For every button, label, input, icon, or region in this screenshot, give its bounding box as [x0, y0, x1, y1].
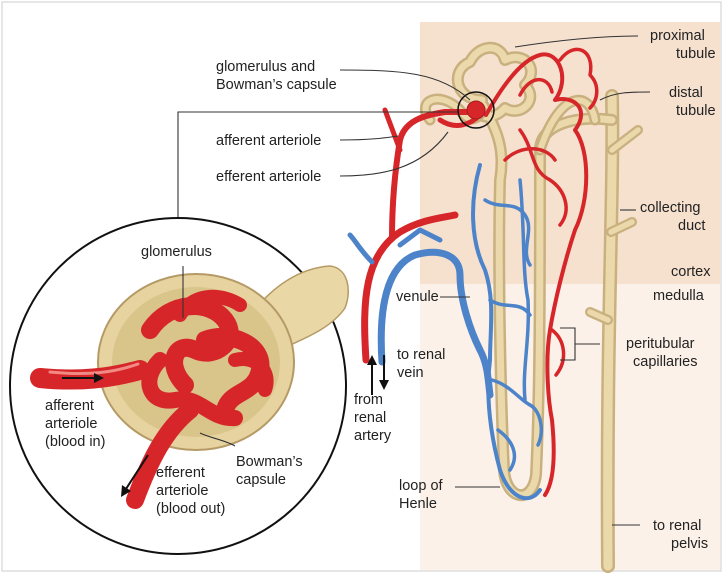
- label-venule: venule: [396, 289, 439, 305]
- label-afferent-arteriole: afferent arteriole: [216, 133, 321, 149]
- label-medulla: medulla: [653, 288, 705, 304]
- label-glomerulus: glomerulus: [141, 244, 212, 260]
- label-cortex: cortex: [671, 264, 711, 280]
- label-efferent-arteriole: efferent arteriole: [216, 169, 321, 185]
